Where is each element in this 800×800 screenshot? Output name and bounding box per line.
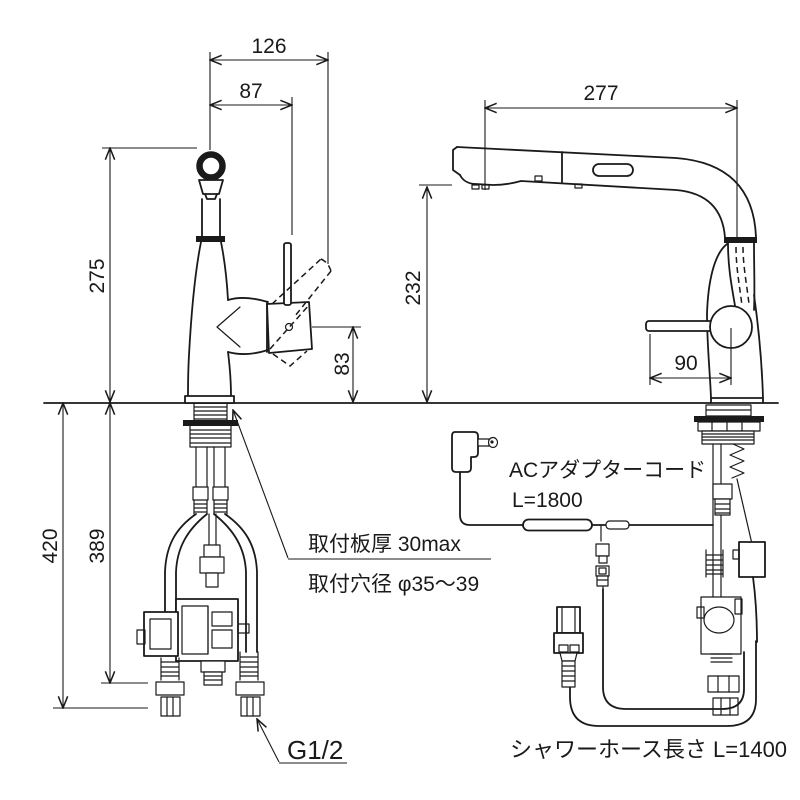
- ac-cord: [459, 471, 524, 526]
- dim-83-label: 83: [331, 352, 354, 375]
- supply-nut-left: [160, 696, 181, 717]
- handle-lever-front: [283, 242, 292, 306]
- plug-prong: [477, 438, 490, 447]
- ac-adapter-length-label: L=1800: [512, 489, 583, 512]
- ac-adapter-plug: [451, 431, 479, 473]
- mount-hole-label: 取付穴径 φ35〜39: [308, 573, 479, 596]
- spray-head-connector: [556, 606, 581, 634]
- dim-277-label: 277: [583, 82, 618, 105]
- dim-420-label: 420: [39, 528, 62, 563]
- handle-lever-side: [645, 320, 715, 332]
- spout-slot: [592, 163, 634, 177]
- ac-adapter: [451, 431, 714, 542]
- mount-leader-line: [233, 410, 289, 559]
- side-view-faucet: [452, 146, 764, 404]
- front-under-counter-assembly: [136, 402, 265, 717]
- side-under-counter-assembly: [694, 404, 766, 716]
- shower-hose-length-label: シャワーホース長さ L=1400: [510, 737, 787, 762]
- controller-connectors: [595, 543, 610, 590]
- dim-126-label: 126: [251, 35, 286, 58]
- dim-87-label: 87: [239, 80, 262, 103]
- shower-hose-loop: [553, 588, 757, 727]
- supply-thread-label: G1/2: [287, 735, 343, 765]
- g12-leader-line: [257, 719, 280, 763]
- dim-90-label: 90: [674, 352, 697, 375]
- annotations: 取付板厚 30max 取付穴径 φ35〜39 G1/2 ACアダプターコード L…: [233, 410, 787, 765]
- dim-232-label: 232: [402, 270, 425, 305]
- mount-thickness-label: 取付板厚 30max: [308, 533, 461, 556]
- front-view-faucet: [184, 151, 332, 404]
- dimension-lines: 126 87 275 83 420 389 277 232 90: [39, 35, 737, 708]
- handle-rotation-dashed: [269, 258, 332, 367]
- spout-ring-front: [196, 151, 226, 181]
- dim-275-label: 275: [86, 258, 109, 293]
- supply-nut-right: [240, 696, 261, 717]
- dim-389-label: 389: [86, 528, 109, 563]
- ac-adapter-label: ACアダプターコード: [509, 459, 706, 482]
